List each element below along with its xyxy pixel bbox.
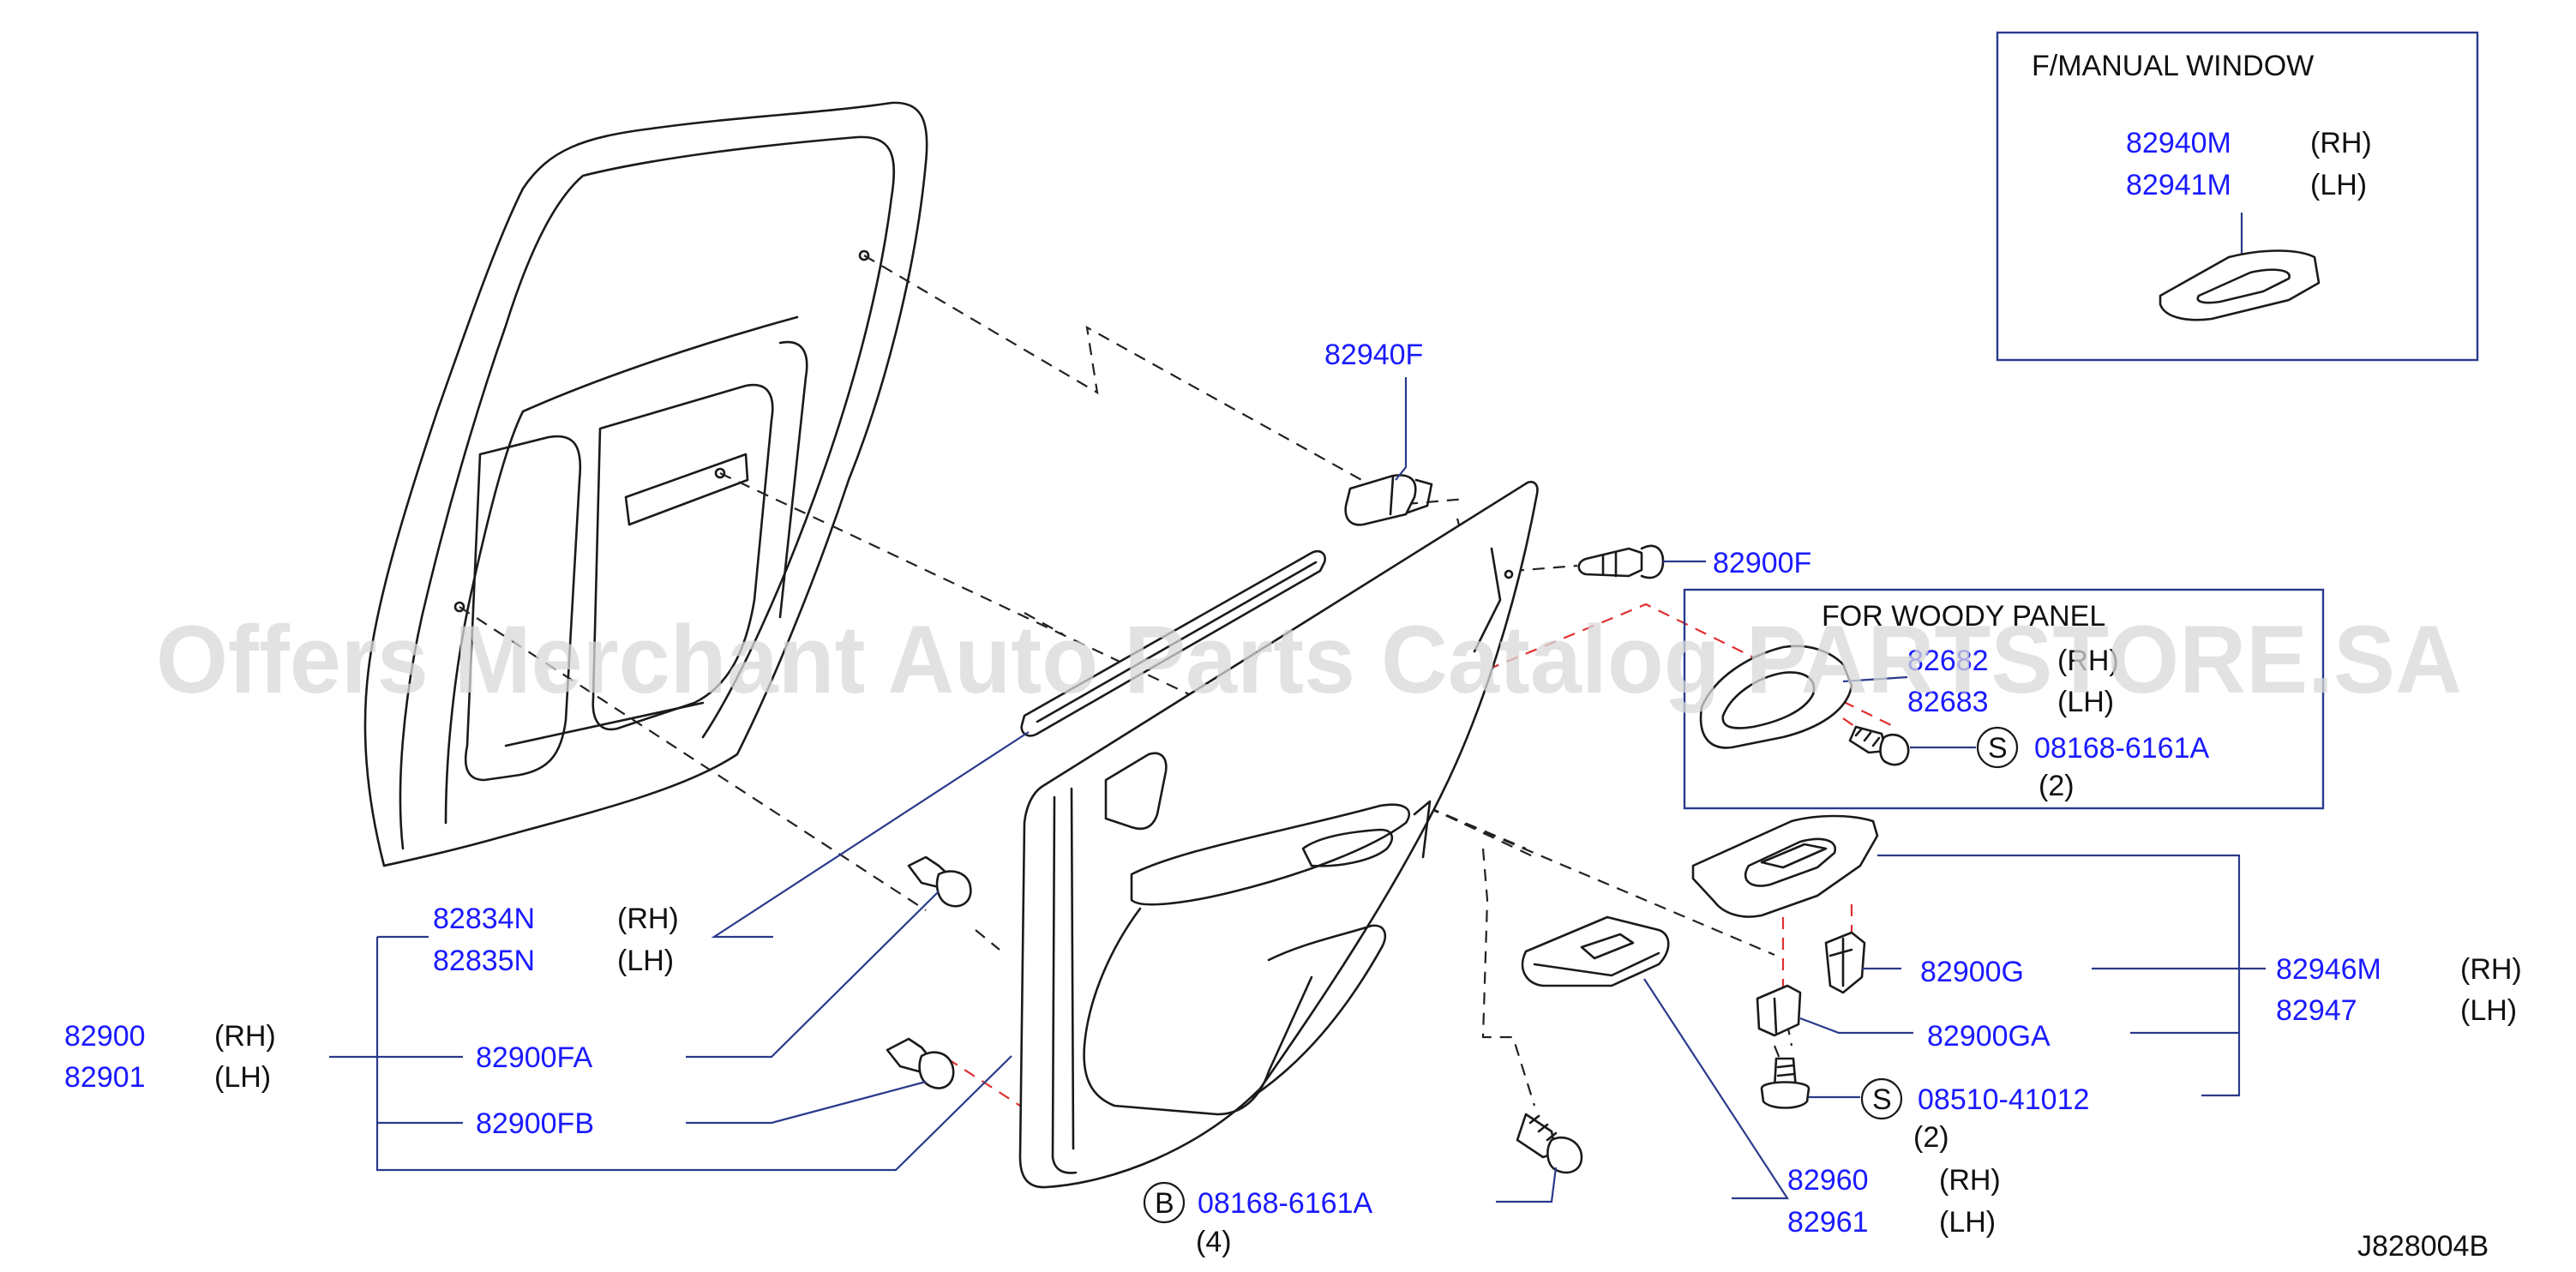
clip-82900F: [1577, 544, 1665, 579]
clip-82940F: [1344, 474, 1433, 526]
screw-symbol-circle: [1860, 1077, 1903, 1120]
side-label: (RH): [214, 1020, 276, 1053]
part-number[interactable]: 82900FB: [476, 1107, 594, 1140]
pull-cup-82960: [1521, 915, 1670, 987]
quantity: (4): [1196, 1226, 1232, 1258]
part-number[interactable]: 82900G: [1920, 956, 2024, 988]
bolt-symbol-circle: [1143, 1181, 1186, 1224]
inset-woody-panel: FOR WOODY PANEL 82682 (RH) 82683 (LH) S …: [1683, 588, 2325, 810]
clip-82900G: [1824, 931, 1866, 994]
side-label: (LH): [617, 945, 674, 977]
quantity: (2): [1913, 1121, 1949, 1154]
part-number[interactable]: 08510-41012: [1918, 1083, 2089, 1116]
part-number[interactable]: 82961: [1787, 1206, 1869, 1239]
weather-strip-82834N: [1020, 549, 1326, 737]
part-number[interactable]: 08168-6161A: [1198, 1187, 1373, 1220]
inset-manual-window-frame: [1996, 31, 2479, 362]
part-number[interactable]: 82941M: [2126, 169, 2231, 201]
inset-woody-panel-title: FOR WOODY PANEL: [1822, 600, 2105, 633]
woody-pull-cup: [1699, 645, 1853, 749]
callout-labels: 82940F 82900F 82834N (RH) 82835N (LH) 82…: [64, 339, 2522, 1263]
clip-82900GA: [1756, 984, 1802, 1037]
part-number[interactable]: 82900: [64, 1020, 146, 1053]
screw-symbol-circle: [1976, 726, 2019, 769]
side-label: (RH): [1939, 1164, 2001, 1197]
door-inner-panel: [363, 101, 928, 867]
part-number[interactable]: 82960: [1787, 1164, 1869, 1197]
screw-08510-41012: [1760, 1057, 1810, 1109]
part-number[interactable]: 82940F: [1324, 339, 1423, 371]
part-number[interactable]: 82940M: [2126, 127, 2231, 159]
watermark: Offers Merchant Auto Parts Catalog PARTS…: [156, 606, 2462, 713]
bolt-08168-6161A: [1516, 1113, 1583, 1174]
side-label: (RH): [2057, 645, 2119, 677]
side-label: (LH): [1939, 1206, 1996, 1239]
leader-lines: [329, 377, 2266, 1203]
inset-manual-window: F/MANUAL WINDOW 82940M (RH) 82941M (LH): [1996, 31, 2479, 362]
window-handle-cup: [2159, 249, 2321, 321]
side-label: (LH): [2310, 169, 2367, 201]
side-label: (LH): [2057, 686, 2114, 718]
woody-screw: [1848, 725, 1910, 766]
part-number[interactable]: 82835N: [433, 945, 535, 977]
part-number[interactable]: 82946M: [2276, 953, 2381, 986]
inset-woody-panel-frame: [1683, 588, 2325, 810]
part-number[interactable]: 82947: [2276, 994, 2357, 1027]
side-label: (LH): [214, 1061, 271, 1094]
side-label: (RH): [2310, 127, 2372, 159]
part-number[interactable]: 82834N: [433, 903, 535, 935]
armrest-82946M: [1691, 814, 1879, 918]
door-trim-panel: [1018, 480, 1539, 1189]
part-number[interactable]: 82900GA: [1927, 1020, 2051, 1053]
side-label: (RH): [617, 903, 679, 935]
screw-symbol: S: [1872, 1083, 1892, 1116]
bolt-symbol: B: [1155, 1187, 1174, 1220]
clip-82900FA: [907, 855, 972, 908]
part-number[interactable]: 82682: [1907, 645, 1989, 677]
part-number[interactable]: 82901: [64, 1061, 146, 1094]
clip-82900FB: [886, 1037, 955, 1089]
part-number[interactable]: 08168-6161A: [2034, 732, 2210, 765]
side-label: (RH): [2460, 953, 2522, 986]
screw-symbol: S: [1988, 732, 2008, 765]
part-number[interactable]: 82900FA: [476, 1041, 592, 1074]
side-label: (LH): [2460, 994, 2517, 1027]
part-number[interactable]: 82900F: [1713, 547, 1811, 579]
diagram-id: J828004B: [2357, 1230, 2489, 1263]
part-number[interactable]: 82683: [1907, 686, 1989, 718]
quantity: (2): [2039, 770, 2075, 802]
inset-manual-window-title: F/MANUAL WINDOW: [2032, 50, 2314, 82]
